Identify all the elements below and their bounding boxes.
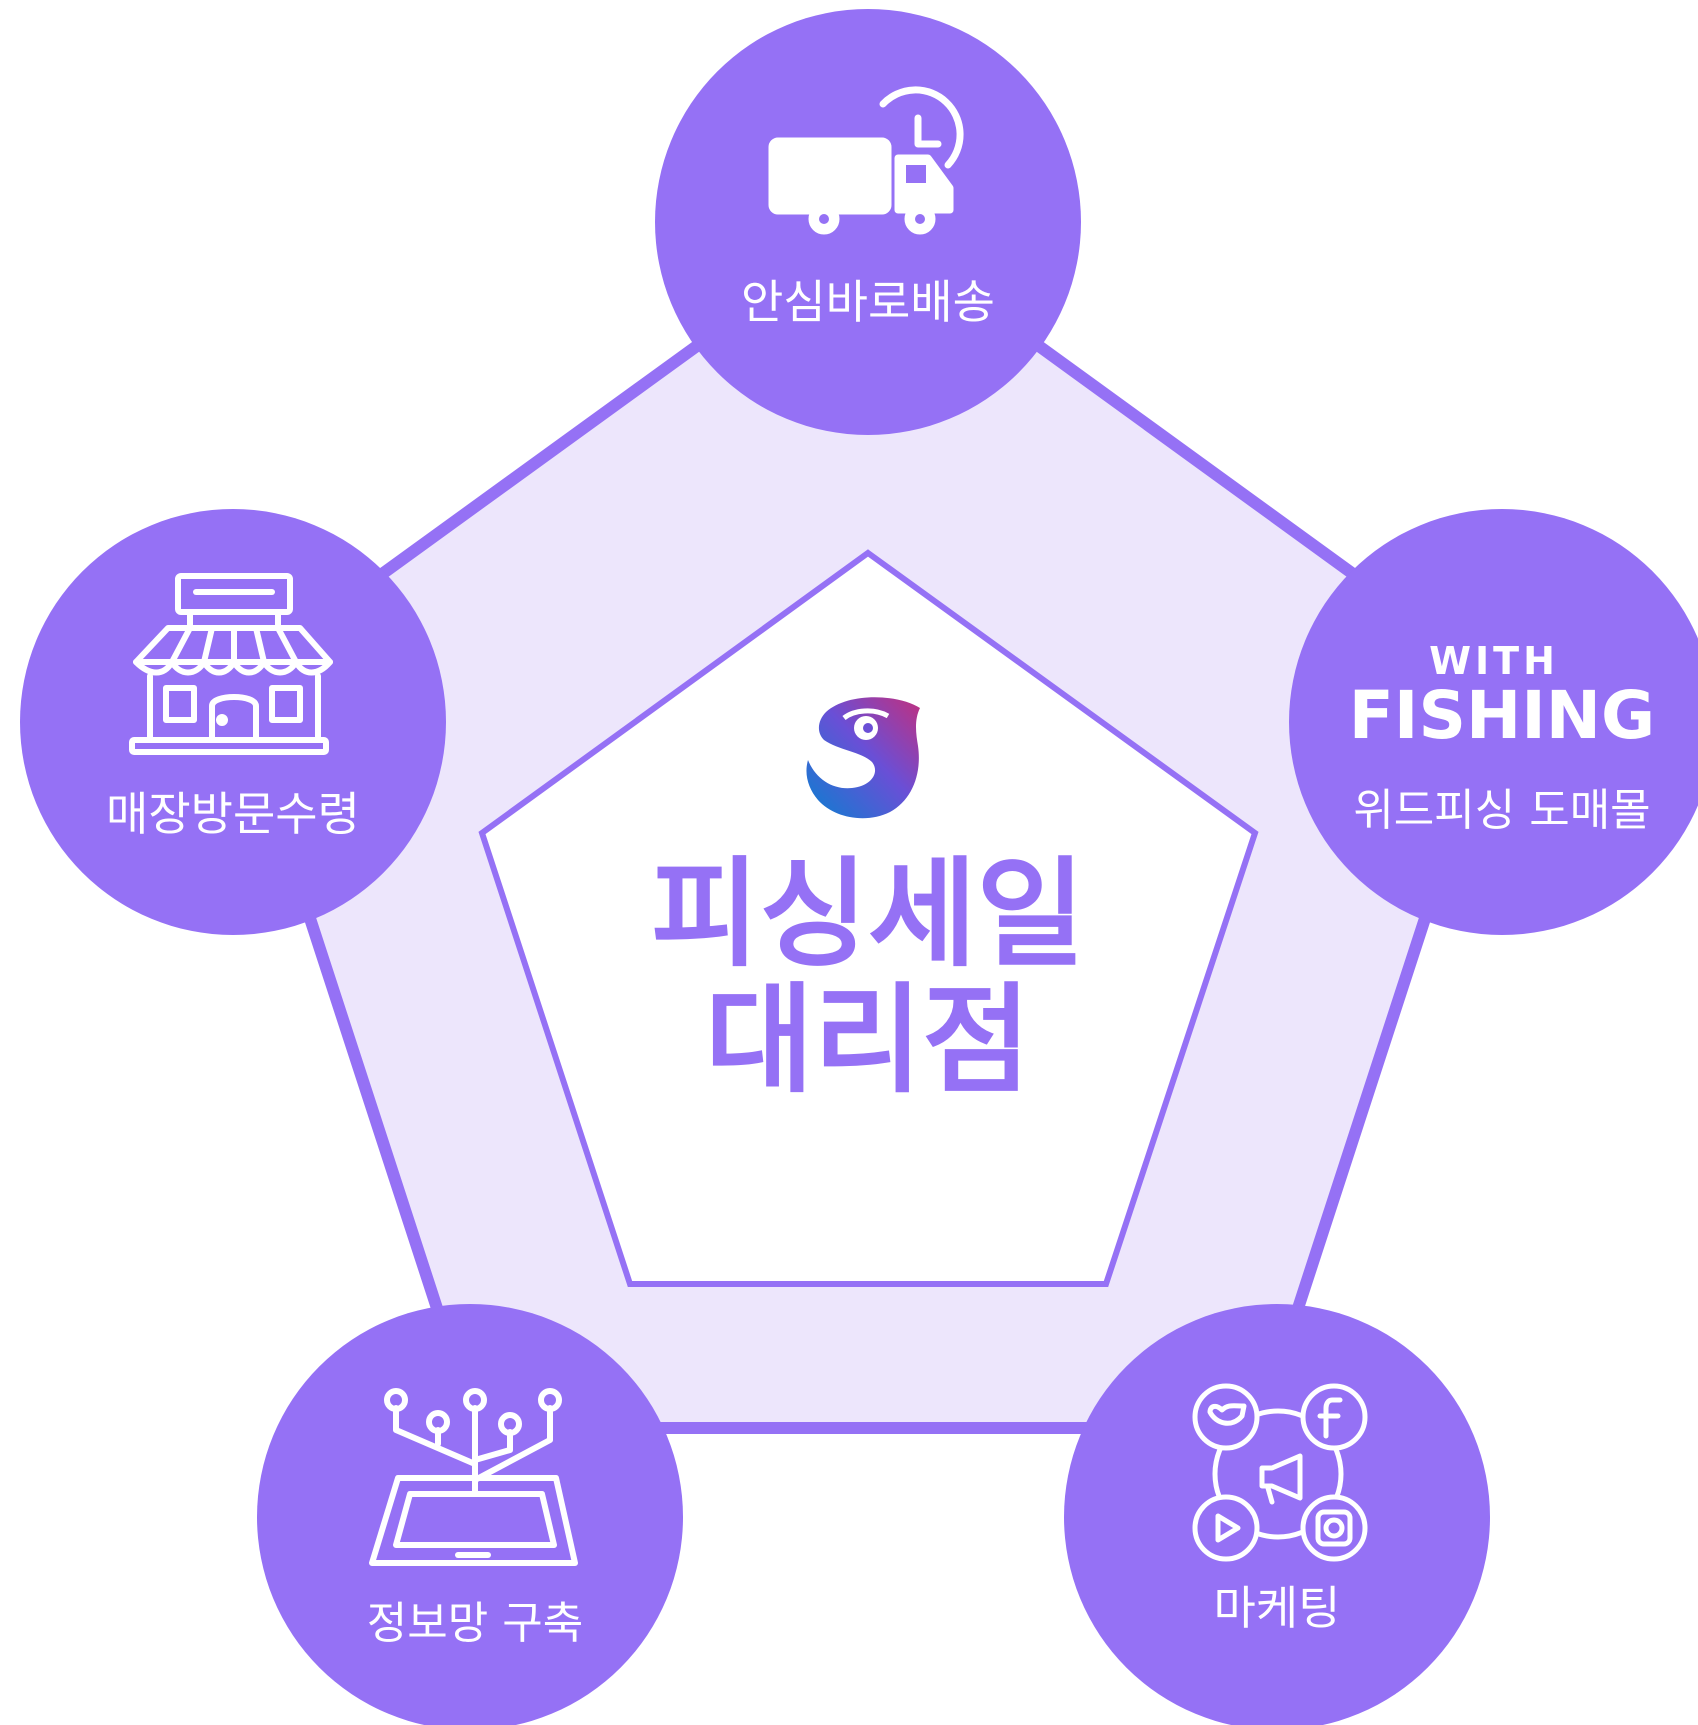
node-network-circle (257, 1304, 683, 1725)
delivery-truck-clock-icon (768, 86, 964, 235)
center-title-line2: 대리점 (705, 971, 1031, 1109)
with-fishing-logo-line2: FISHING (1349, 677, 1655, 754)
node-marketing-circle (1064, 1304, 1490, 1725)
node-network: 정보망 구축 (257, 1304, 683, 1725)
node-delivery: 안심바로배송 (655, 9, 1081, 435)
storefront-icon (129, 573, 333, 755)
node-marketing-label: 마케팅 (1214, 1581, 1341, 1635)
node-wholesale: WITH FISHING 위드피싱 도매몰 (1289, 509, 1698, 935)
fishing-sale-fish-logo (806, 697, 920, 819)
tablet-network-icon (369, 1388, 578, 1566)
node-delivery-circle (655, 9, 1081, 435)
node-network-label: 정보망 구축 (367, 1598, 583, 1649)
with-fishing-logo-line1: WITH (1429, 639, 1559, 683)
node-marketing: 마케팅 (1064, 1304, 1490, 1725)
node-pickup-label: 매장방문수령 (106, 787, 360, 841)
node-delivery-label: 안심바로배송 (741, 275, 995, 329)
node-wholesale-label: 위드피싱 도매몰 (1353, 785, 1650, 836)
center-title-line1: 피싱세일 (651, 845, 1085, 983)
node-pickup-circle (20, 509, 446, 935)
node-wholesale-circle (1289, 509, 1698, 935)
node-pickup: 매장방문수령 (20, 509, 446, 935)
social-media-megaphone-icon (1192, 1383, 1368, 1562)
inner-pentagon (478, 549, 1259, 1287)
